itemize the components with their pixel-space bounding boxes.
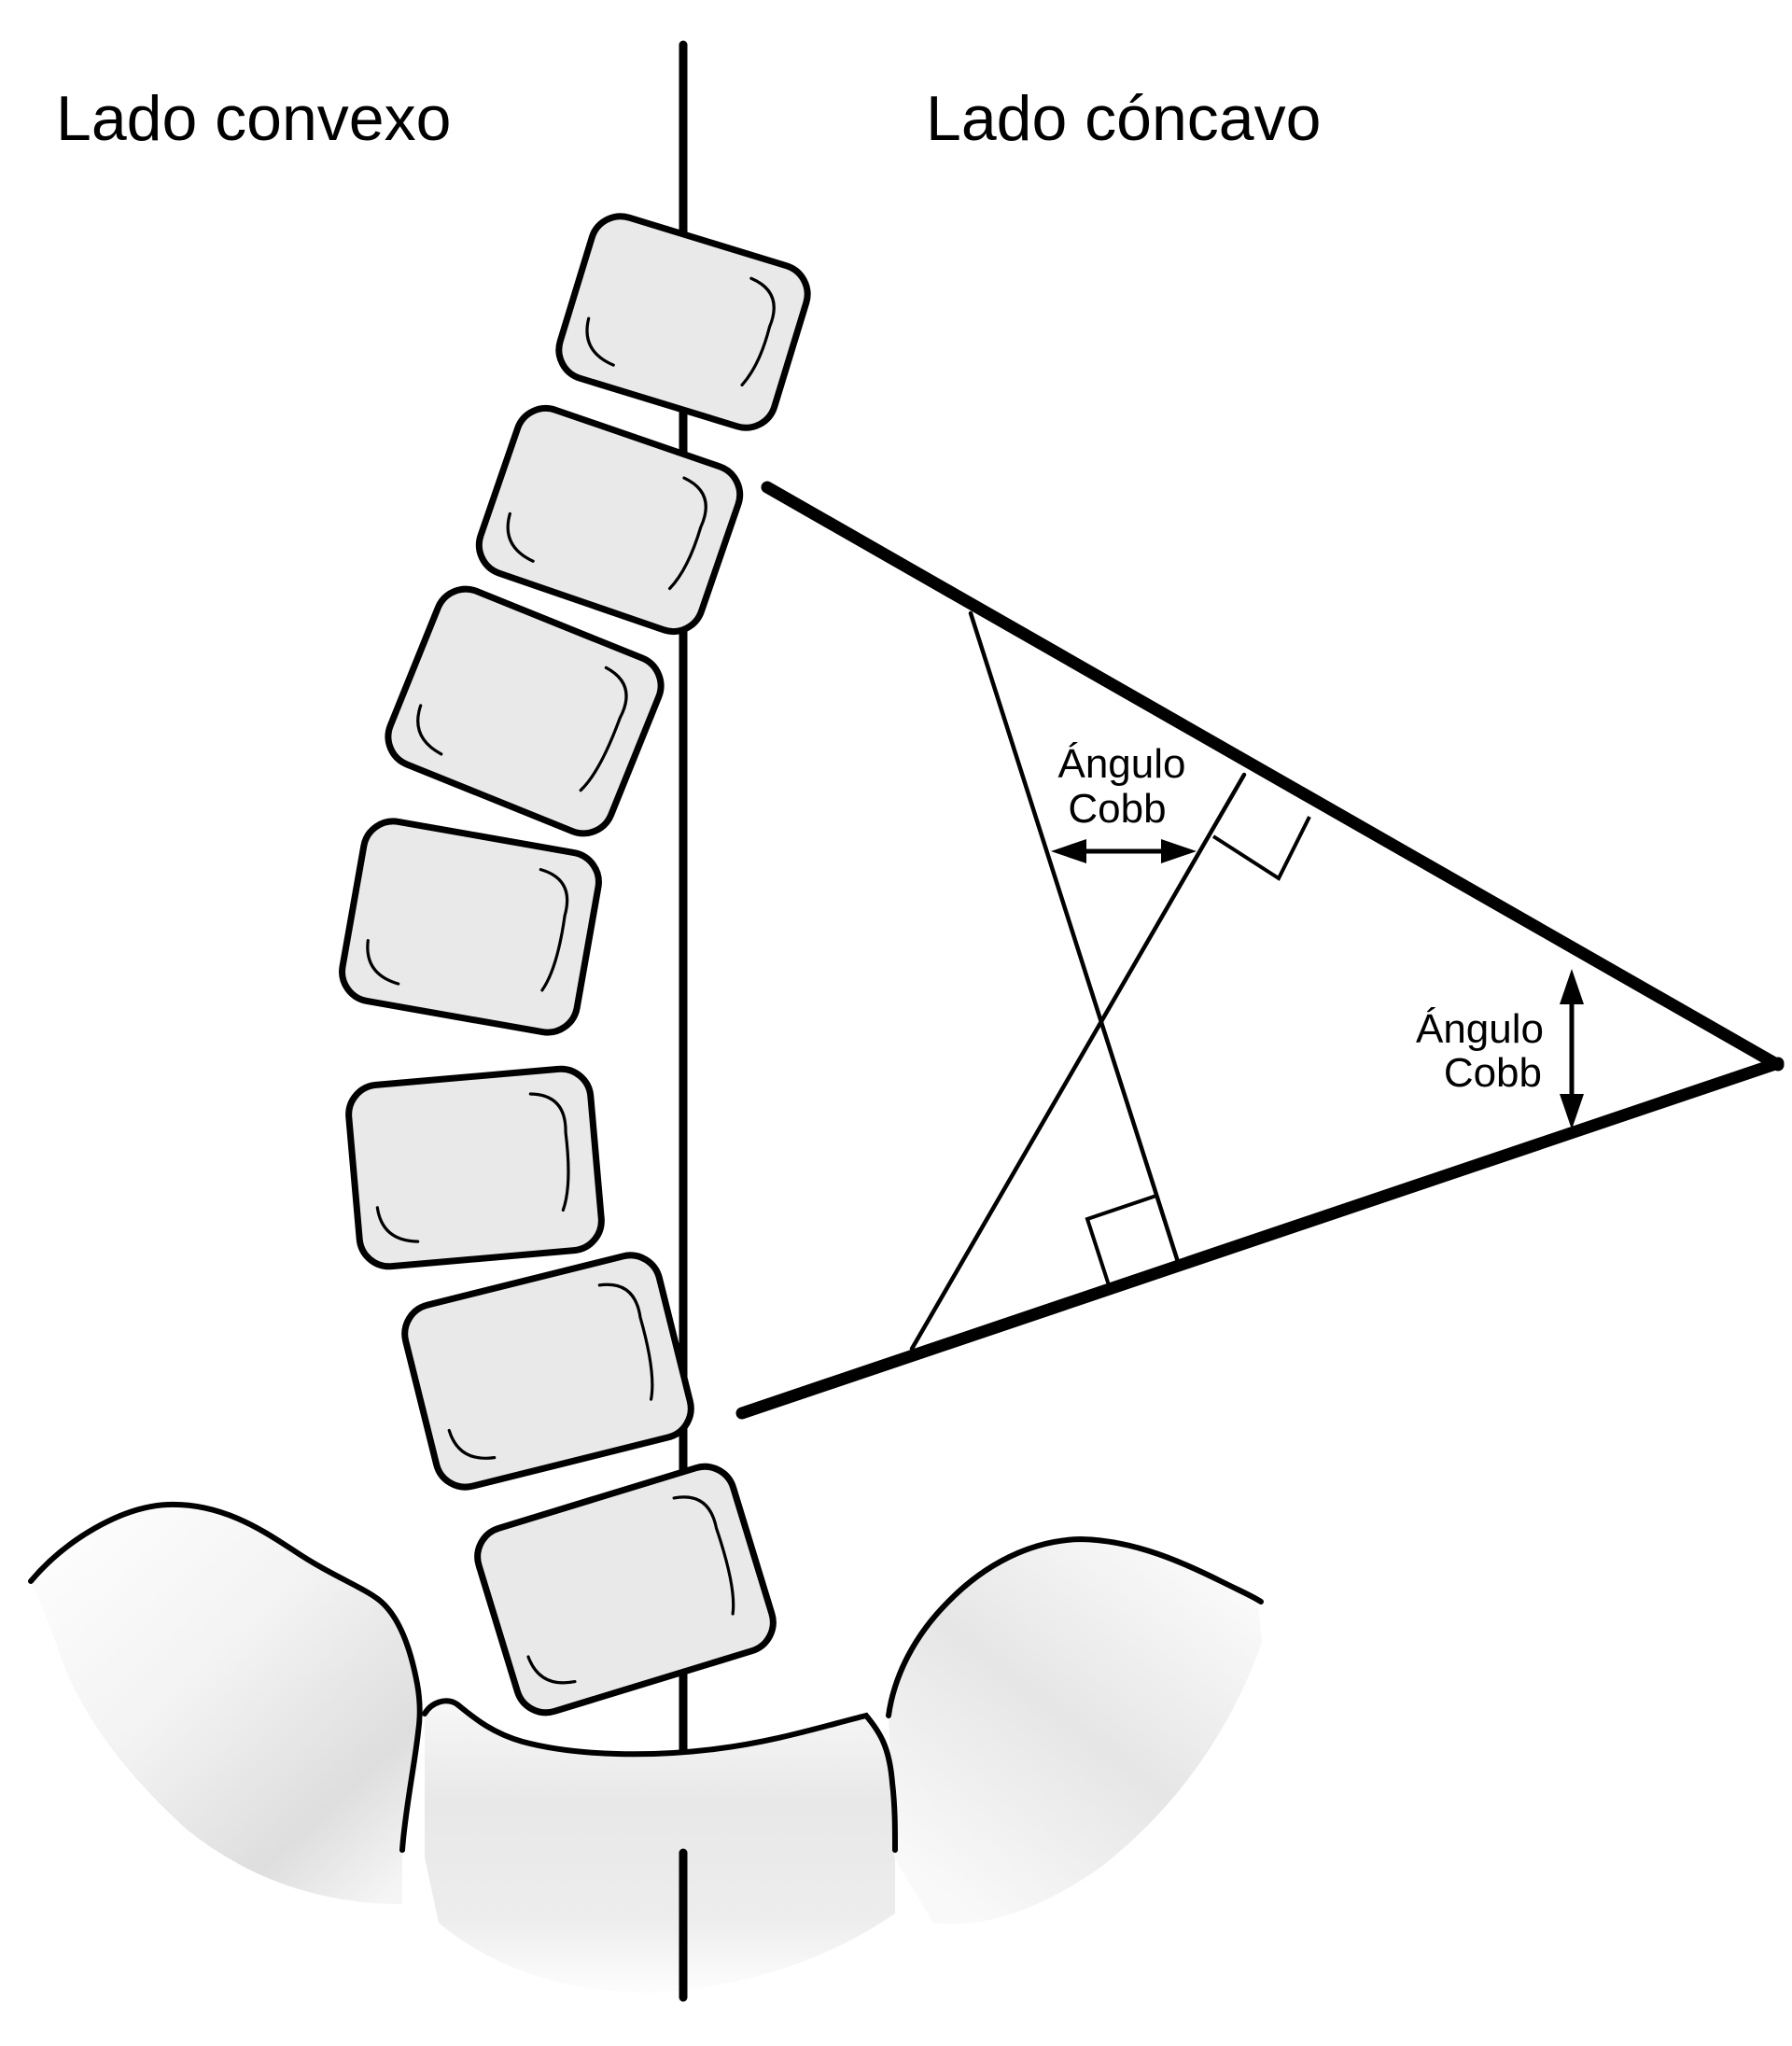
perpendicular-line-to-upper-endplate bbox=[909, 772, 1247, 1352]
vertebra-inner-contour-right bbox=[667, 476, 707, 591]
vertebra-inner-contour-bottom-left bbox=[375, 1206, 420, 1243]
arrow-left-head-icon bbox=[1051, 839, 1086, 863]
vertebra-body bbox=[339, 818, 602, 1036]
pelvis-right-wing-fill bbox=[889, 1539, 1262, 1925]
cobb-angle-arrow-vertical bbox=[1560, 969, 1584, 1129]
vertebral-column bbox=[339, 213, 811, 1717]
sacrum-outline bbox=[422, 1698, 898, 1853]
vertebra-inner-contour-bottom-left bbox=[585, 316, 615, 367]
vertebra-1 bbox=[555, 213, 811, 431]
cobb-angle-label-inner-line1: Ángulo bbox=[1057, 741, 1185, 787]
vertebra-inner-contour-bottom-left bbox=[366, 939, 400, 986]
vertebra-inner-contour-bottom-left bbox=[526, 1655, 577, 1685]
sacrum-fill bbox=[425, 1701, 895, 1993]
vertebra-body bbox=[555, 213, 811, 431]
vertebra-body bbox=[345, 1065, 605, 1270]
vertebra-inner-contour-right bbox=[740, 276, 776, 386]
lower-endplate-line bbox=[735, 1057, 1785, 1420]
perpendicular-line-to-lower-endplate bbox=[968, 610, 1182, 1268]
pelvis-right-wing-outline bbox=[886, 1535, 1264, 1718]
upper-endplate-line bbox=[761, 481, 1785, 1072]
pelvis-left-wing-outline bbox=[28, 1501, 423, 1853]
vertebra-4 bbox=[339, 818, 602, 1036]
vertebra-inner-contour-right bbox=[539, 868, 569, 992]
labels: Lado convexo Lado cóncavo Ángulo Cobb Án… bbox=[56, 83, 1544, 1096]
vertebra-inner-contour-right bbox=[672, 1495, 735, 1616]
cobb-angle-label-inner: Ángulo Cobb bbox=[1057, 741, 1185, 832]
vertebra-7 bbox=[474, 1463, 777, 1717]
vertebra-inner-contour-bottom-left bbox=[447, 1428, 497, 1460]
vertebra-inner-contour-bottom-left bbox=[506, 512, 535, 563]
concave-side-label: Lado cóncavo bbox=[926, 83, 1321, 154]
cobb-angle-label-apex-line2: Cobb bbox=[1444, 1050, 1542, 1096]
cobb-angle-construction bbox=[735, 481, 1785, 1420]
convex-side-label: Lado convexo bbox=[56, 83, 451, 154]
pelvis-left-wing-fill bbox=[31, 1504, 420, 1904]
right-angle-marker-lower bbox=[1085, 1194, 1157, 1289]
vertebra-6 bbox=[401, 1252, 694, 1491]
vertebra-5 bbox=[345, 1065, 605, 1270]
cobb-angle-label-apex: Ángulo Cobb bbox=[1416, 1006, 1544, 1096]
cobb-angle-label-apex-line1: Ángulo bbox=[1416, 1006, 1544, 1052]
arrow-down-head-icon bbox=[1560, 1094, 1584, 1129]
pelvis bbox=[28, 1501, 1264, 1993]
vertebra-body bbox=[385, 585, 665, 837]
arrow-right-head-icon bbox=[1161, 839, 1197, 863]
vertebra-body bbox=[475, 405, 744, 635]
vertebra-3 bbox=[385, 585, 665, 837]
vertebra-body bbox=[401, 1252, 694, 1491]
vertebra-inner-contour-right bbox=[528, 1092, 570, 1212]
arrow-up-head-icon bbox=[1560, 969, 1584, 1004]
vertebra-inner-contour-right bbox=[597, 1282, 654, 1401]
vertebra-2 bbox=[475, 405, 744, 635]
vertebra-inner-contour-bottom-left bbox=[416, 704, 443, 756]
vertebra-body bbox=[474, 1463, 777, 1717]
cobb-angle-arrow-horizontal bbox=[1051, 839, 1197, 863]
vertebra-inner-contour-right bbox=[579, 666, 628, 792]
cobb-angle-label-inner-line2: Cobb bbox=[1068, 786, 1166, 832]
right-angle-marker-upper bbox=[1211, 816, 1311, 881]
